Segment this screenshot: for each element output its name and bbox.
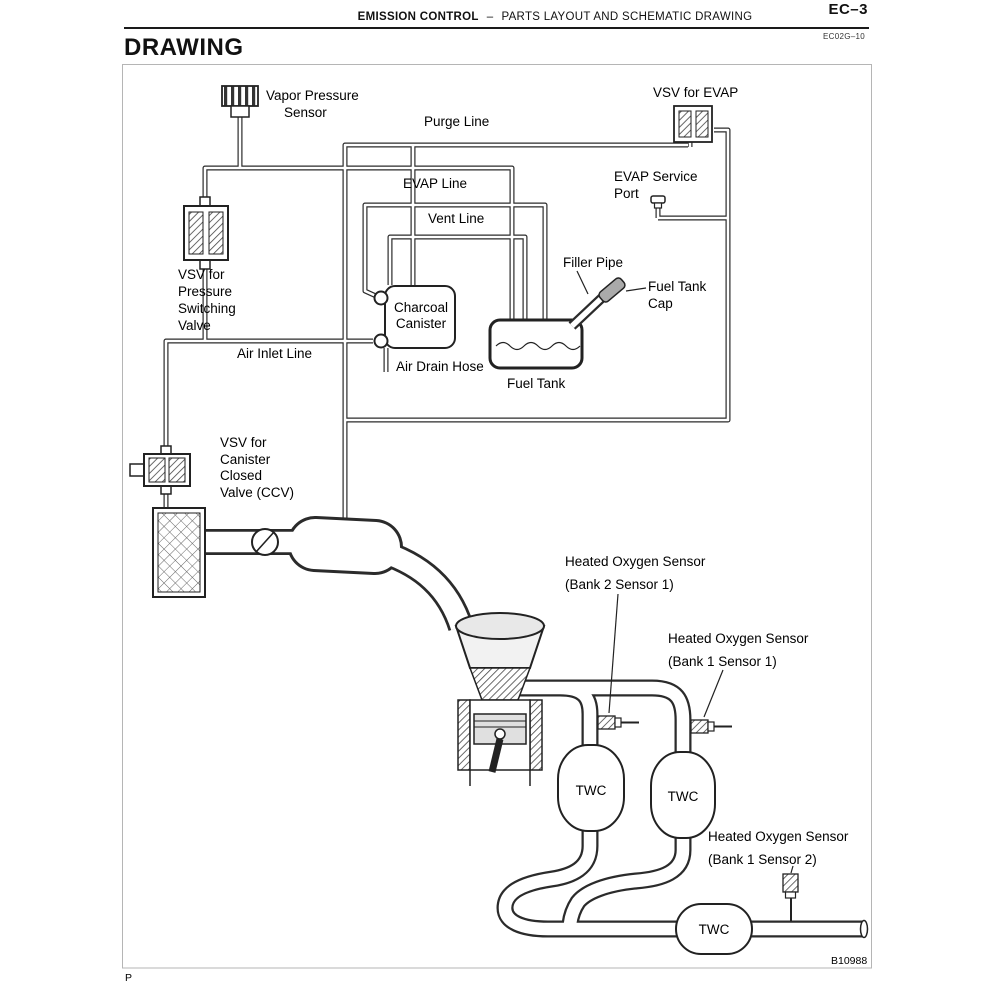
label-vsv-evap: VSV for EVAP — [653, 85, 738, 100]
label-o2-b1s2-1: Heated Oxygen Sensor — [708, 829, 849, 844]
page-header: EMISSION CONTROL–PARTS LAYOUT AND SCHEMA… — [250, 11, 860, 23]
label-vsv-ps-4: Valve — [178, 318, 211, 333]
canister-port-lower — [373, 333, 389, 349]
footer-mark: P — [125, 972, 132, 984]
label-vapor-pressure-sensor-1: Vapor Pressure — [266, 88, 359, 103]
label-fuel-tank-cap-2: Cap — [648, 296, 673, 311]
figure-frame — [122, 64, 872, 969]
label-vsv-ccv-4: Valve (CCV) — [220, 485, 294, 500]
twc-rear-label: TWC — [699, 922, 730, 937]
o2-sensor-bank1-s2 — [782, 873, 799, 921]
twc-front-left-label: TWC — [576, 783, 607, 798]
twc-front-right: TWC — [650, 751, 716, 839]
label-evap-service-port-1: EVAP Service — [614, 169, 698, 184]
label-purge-line: Purge Line — [424, 114, 489, 129]
filler-pipe-icon — [568, 277, 626, 330]
twc-front-right-label: TWC — [668, 789, 699, 804]
vsv-evap-icon — [673, 105, 713, 143]
charcoal-canister: Charcoal Canister — [373, 285, 456, 349]
header-separator: – — [486, 11, 494, 23]
air-filter — [152, 507, 206, 598]
charcoal-canister-label-1: Charcoal — [394, 300, 448, 315]
header-rule — [124, 27, 869, 29]
doc-code: EC02G–10 — [823, 32, 865, 41]
vsv-ccv-icon — [129, 445, 191, 495]
label-fuel-tank-cap-1: Fuel Tank — [648, 279, 707, 294]
exhaust-pipes — [496, 679, 869, 939]
label-vsv-ccv-1: VSV for — [220, 435, 267, 450]
label-o2-b1s1-1: Heated Oxygen Sensor — [668, 631, 809, 646]
vsv-pressure-switching-icon — [183, 196, 229, 270]
duct-symbol — [251, 528, 279, 556]
connecting-rod — [488, 738, 504, 773]
header-subsection: PARTS LAYOUT AND SCHEMATIC DRAWING — [501, 11, 753, 23]
evap-service-port-icon — [650, 195, 666, 209]
label-fuel-tank: Fuel Tank — [507, 376, 566, 391]
label-o2-b2s1-1: Heated Oxygen Sensor — [565, 554, 706, 569]
hose-lines — [163, 117, 731, 520]
label-vapor-pressure-sensor-2: Sensor — [284, 105, 327, 120]
label-vsv-ps-3: Switching — [178, 301, 236, 316]
label-o2-b1s1-2: (Bank 1 Sensor 1) — [668, 654, 777, 669]
air-horn — [455, 612, 545, 640]
label-filler-pipe: Filler Pipe — [563, 255, 623, 270]
label-vsv-ccv-3: Closed — [220, 468, 262, 483]
canister-port-upper — [373, 290, 389, 306]
leader-lines — [576, 270, 794, 874]
tailpipe-open-end — [859, 919, 869, 939]
twc-rear: TWC — [675, 903, 753, 955]
label-o2-b2s1-2: (Bank 2 Sensor 1) — [565, 577, 674, 592]
fuel-tank-cap-icon — [598, 277, 626, 303]
intake-duct — [205, 516, 474, 632]
label-evap-line: EVAP Line — [403, 176, 467, 191]
twc-front-left: TWC — [557, 744, 625, 832]
fuel-tank — [488, 318, 584, 370]
page-code: EC–3 — [828, 1, 868, 18]
vapor-pressure-sensor-icon — [221, 85, 259, 118]
o2-sensor-bank2-s1 — [597, 715, 639, 730]
fuel-level-wave — [495, 341, 581, 351]
label-vent-line: Vent Line — [428, 211, 484, 226]
label-vsv-ccv-2: Canister — [220, 452, 271, 467]
label-vsv-ps-2: Pressure — [178, 284, 232, 299]
charcoal-canister-label-2: Canister — [396, 316, 447, 331]
engine-assembly — [454, 612, 546, 786]
label-evap-service-port-2: Port — [614, 186, 639, 201]
page-title: DRAWING — [124, 34, 244, 61]
label-vsv-ps-1: VSV for — [178, 267, 225, 282]
o2-sensor-bank1-s1 — [690, 719, 732, 734]
diagram-labels: Vapor Pressure Sensor Purge Line VSV for… — [178, 85, 849, 867]
figure-code: B10988 — [831, 955, 867, 967]
label-air-inlet-line: Air Inlet Line — [237, 346, 312, 361]
label-o2-b1s2-2: (Bank 1 Sensor 2) — [708, 852, 817, 867]
header-section: EMISSION CONTROL — [357, 11, 479, 23]
label-air-drain-hose: Air Drain Hose — [396, 359, 484, 374]
